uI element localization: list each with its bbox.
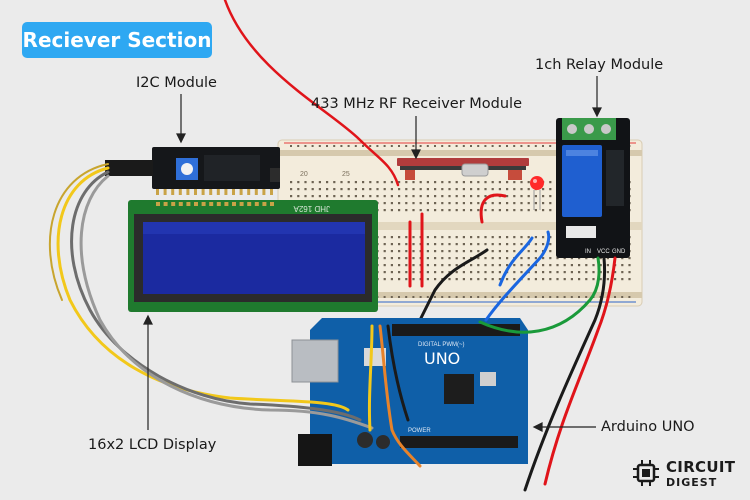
arduino-digital-header: DIGITAL PWM(~) <box>418 342 465 348</box>
arduino-power-header: POWER <box>408 428 431 434</box>
circuit-digest-logo: CIRCUIT DIGEST <box>632 457 742 493</box>
arduino-uno: UNO DIGITAL PWM(~) POWER <box>291 318 528 466</box>
relay-pin-label: GND <box>612 249 626 255</box>
lcd-silkscreen: JHD 162A <box>293 204 330 213</box>
lcd-display-label: 16x2 LCD Display <box>88 437 217 453</box>
arrow-down-icon <box>176 94 186 144</box>
brand-line-2: DIGEST <box>666 476 718 489</box>
lcd-display: JHD 162A <box>128 200 378 312</box>
arrow-down-icon <box>411 116 421 160</box>
breadboard-number: 20 <box>300 171 308 178</box>
relay-module-label: 1ch Relay Module <box>535 57 664 73</box>
relay-pin-label: IN <box>585 249 591 255</box>
i2c-module <box>105 147 280 195</box>
arrow-left-icon <box>532 422 596 432</box>
arrow-up-icon <box>143 314 153 430</box>
arduino-board-name: UNO <box>424 349 460 368</box>
wires <box>48 0 617 492</box>
section-title-badge: Reciever Section <box>22 22 212 58</box>
rf-receiver-label: 433 MHz RF Receiver Module <box>311 96 523 112</box>
breadboard-jumpers <box>408 193 534 322</box>
relay-pin-label: VCC <box>597 249 610 255</box>
chip-logo-icon <box>633 460 659 486</box>
relay-module: IN VCC GND <box>556 118 630 258</box>
annotation-arrows <box>143 76 602 432</box>
arrow-down-icon <box>592 76 602 118</box>
brand-line-1: CIRCUIT <box>666 458 736 476</box>
arduino-uno-label: Arduino UNO <box>601 419 695 435</box>
breadboard-number: 25 <box>342 171 350 178</box>
rf-receiver-module <box>397 158 529 180</box>
red-led <box>530 176 544 210</box>
i2c-module-label: I2C Module <box>136 75 217 91</box>
